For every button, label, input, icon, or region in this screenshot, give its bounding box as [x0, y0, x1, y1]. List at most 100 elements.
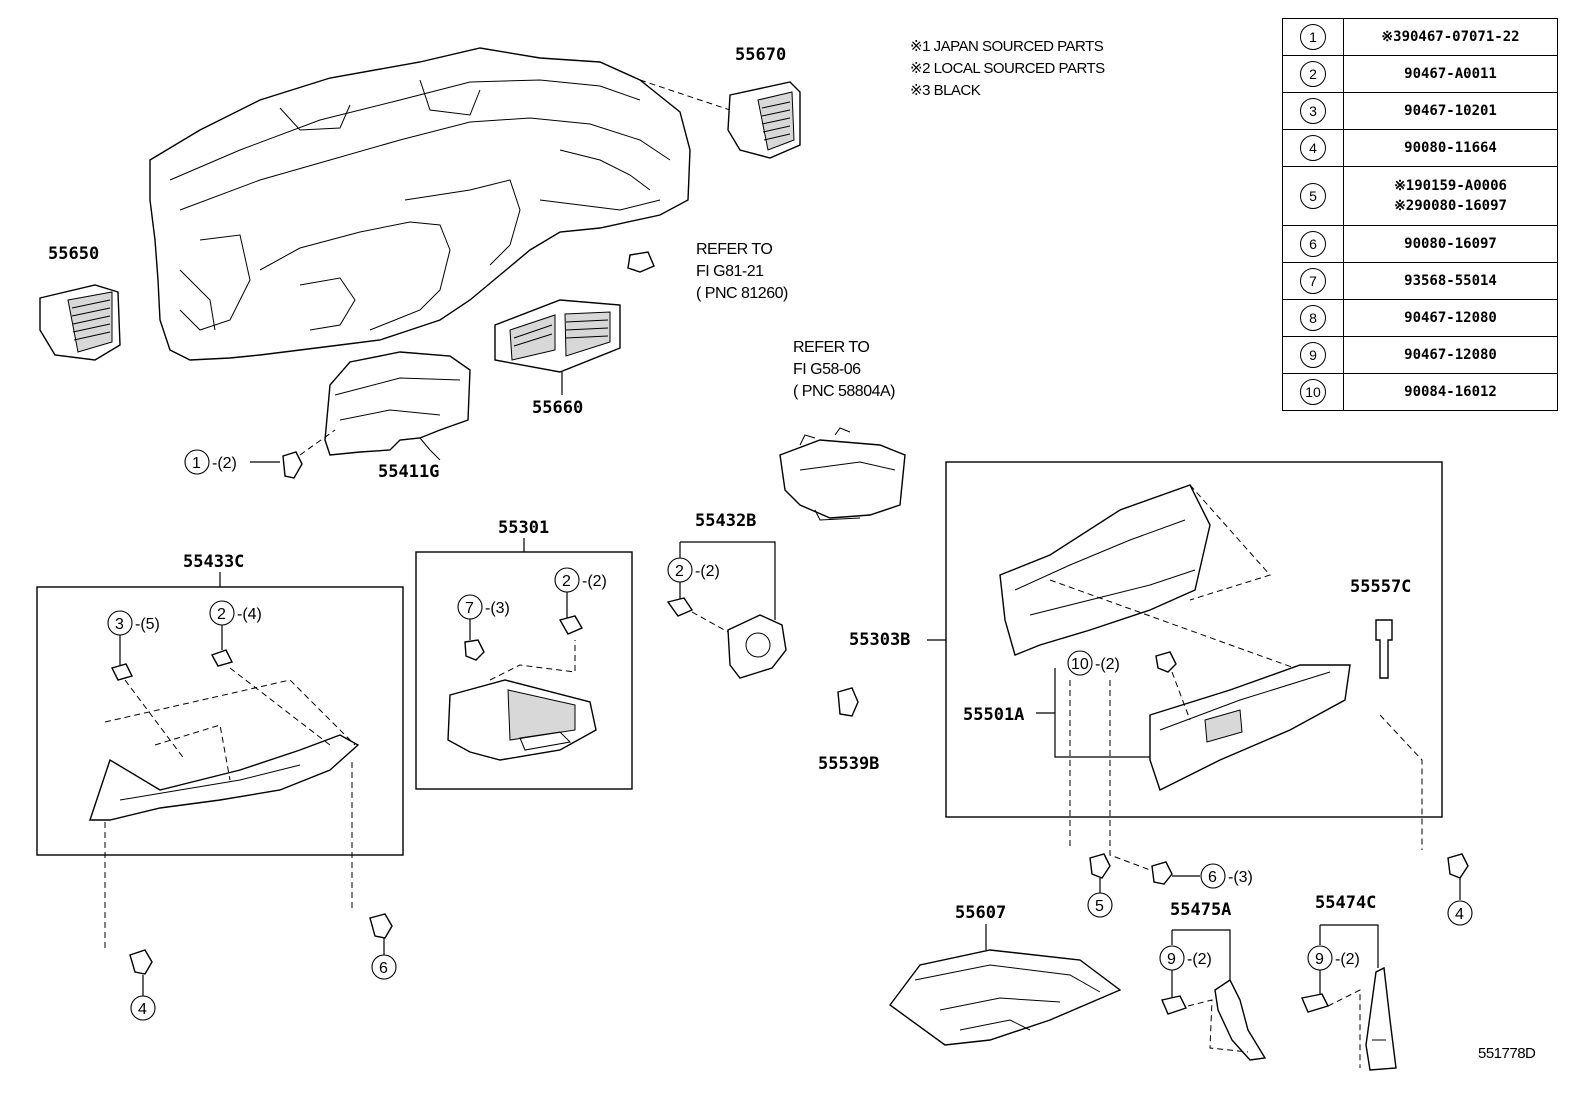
index-badge: 3 — [1300, 98, 1326, 124]
drawing-id: 551778D — [1478, 1045, 1536, 1062]
part-label-55557c: 55557C — [1350, 577, 1411, 597]
svg-text:-(5): -(5) — [135, 616, 160, 633]
part-number: 93568-55014 — [1404, 273, 1497, 289]
table-row: 2 90467-A0011 — [1282, 55, 1558, 93]
svg-text:-(2): -(2) — [582, 573, 607, 590]
part-label-55411g: 55411G — [378, 462, 439, 482]
svg-text:-(2): -(2) — [212, 455, 237, 472]
callout-9-left: 9 -(2) — [1159, 945, 1212, 1015]
part-label-55670: 55670 — [735, 45, 786, 65]
index-badge: 10 — [1300, 379, 1326, 405]
table-row: 4 90080-11664 — [1282, 129, 1558, 167]
screw-and-callout-6-left: 6 — [369, 913, 397, 980]
svg-text:10: 10 — [1071, 656, 1089, 673]
svg-text:6: 6 — [379, 960, 388, 977]
part-label-55660: 55660 — [532, 398, 583, 418]
index-badge: 5 — [1300, 183, 1326, 209]
callout-1: 1 -(2) — [184, 429, 336, 479]
meter-hood-drawing — [324, 351, 471, 461]
part-label-55433c: 55433C — [183, 552, 244, 572]
screw-and-callout-6-right: 6 -(3) — [1151, 861, 1253, 889]
index-badge: 1 — [1300, 24, 1326, 50]
part-number: 90467-10201 — [1404, 103, 1497, 119]
lower-panel-drawing — [89, 667, 360, 950]
reference-fig58-line2: FI G58-06 — [793, 361, 861, 378]
svg-text:9: 9 — [1315, 951, 1324, 968]
trim-55474c-drawing — [1327, 966, 1397, 1071]
notes-block: ※1 JAPAN SOURCED PARTS ※2 LOCAL SOURCED … — [910, 38, 1106, 99]
svg-text:7: 7 — [465, 600, 474, 617]
reference-fig81-line2: FI G81-21 — [696, 263, 764, 280]
index-badge: 4 — [1300, 135, 1326, 161]
index-badge: 2 — [1300, 61, 1326, 87]
svg-text:9: 9 — [1167, 951, 1176, 968]
index-badge: 6 — [1300, 231, 1326, 257]
side-vent-left-drawing — [39, 284, 121, 361]
svg-text:4: 4 — [138, 1001, 147, 1018]
svg-text:1: 1 — [192, 455, 201, 472]
damper-55557c-drawing — [1375, 619, 1393, 679]
switch-bezel-drawing — [691, 611, 787, 679]
svg-text:-(2): -(2) — [1187, 951, 1212, 968]
part-label-55501a: 55501A — [963, 705, 1024, 725]
svg-text:6: 6 — [1208, 869, 1217, 886]
under-cover-55607-drawing — [889, 949, 1122, 1046]
callout-7: 7 -(3) — [457, 594, 510, 661]
svg-text:-(2): -(2) — [1335, 951, 1360, 968]
console-bracket-drawing — [779, 427, 906, 521]
svg-text:2: 2 — [562, 573, 571, 590]
part-label-55650: 55650 — [48, 244, 99, 264]
svg-text:2: 2 — [217, 606, 226, 623]
table-row: 6 90080-16097 — [1282, 225, 1558, 263]
side-vent-right-drawing — [727, 81, 801, 159]
part-number: 90467-A0011 — [1404, 66, 1497, 82]
svg-text:5: 5 — [1095, 898, 1104, 915]
index-badge: 9 — [1300, 342, 1326, 368]
reference-fig58-line3: ( PNC 58804A) — [793, 383, 895, 400]
note-local-sourced: ※2 LOCAL SOURCED PARTS — [910, 60, 1105, 77]
part-number: ※390467-07071-22 — [1381, 29, 1520, 45]
part-number: ※190159-A0006 — [1394, 178, 1507, 194]
table-row: 3 90467-10201 — [1282, 92, 1558, 130]
svg-text:-(3): -(3) — [1228, 869, 1253, 886]
table-row: 1 ※390467-07071-22 — [1282, 18, 1558, 56]
part-number: 90080-16097 — [1404, 236, 1497, 252]
part-number: 90467-12080 — [1404, 347, 1497, 363]
part-number: 90467-12080 — [1404, 310, 1497, 326]
part-label-55607: 55607 — [955, 903, 1006, 923]
table-row: 7 93568-55014 — [1282, 262, 1558, 300]
part-label-55301: 55301 — [498, 518, 549, 538]
screw-and-callout-4-right: 4 — [1447, 853, 1473, 926]
glove-box-drawing — [999, 484, 1351, 791]
part-number: 90084-16012 — [1404, 384, 1497, 400]
part-number: ※290080-16097 — [1394, 198, 1507, 214]
index-badge: 7 — [1300, 268, 1326, 294]
reference-fig81: REFER TO FI G81-21 ( PNC 81260) — [696, 241, 788, 302]
table-row: 5 ※190159-A0006 ※290080-16097 — [1282, 166, 1558, 226]
part-number: 90080-11664 — [1404, 140, 1497, 156]
callout-2-lower-panel: 2 -(4) — [209, 600, 262, 667]
svg-text:4: 4 — [1455, 906, 1464, 923]
part-label-55475a: 55475A — [1170, 900, 1231, 920]
table-row: 9 90467-12080 — [1282, 336, 1558, 374]
svg-text:-(2): -(2) — [1095, 656, 1120, 673]
center-cluster-drawing — [447, 640, 597, 761]
svg-text:-(2): -(2) — [695, 563, 720, 580]
callout-10: 10 -(2) — [1067, 650, 1191, 721]
callout-9-right: 9 -(2) — [1301, 945, 1360, 1013]
fastener-reference-table: 1 ※390467-07071-22 2 90467-A0011 3 90467… — [1282, 18, 1558, 411]
clip-55539b-drawing — [837, 687, 859, 717]
reference-fig58: REFER TO FI G58-06 ( PNC 58804A) — [793, 339, 896, 400]
callout-3: 3 -(5) — [107, 610, 160, 681]
refer-clip-drawing — [627, 251, 655, 273]
screw-and-callout-5: 5 — [1087, 853, 1113, 918]
center-vent-drawing — [494, 299, 621, 373]
note-japan-sourced: ※1 JAPAN SOURCED PARTS — [910, 38, 1104, 55]
part-label-55474c: 55474C — [1315, 893, 1376, 913]
svg-text:-(3): -(3) — [485, 600, 510, 617]
part-label-55539b: 55539B — [818, 754, 879, 774]
trim-55475a-drawing — [1187, 978, 1267, 1061]
callout-2-box-55301: 2 -(2) — [554, 567, 607, 635]
screw-and-callout-4-left: 4 — [129, 949, 156, 1021]
